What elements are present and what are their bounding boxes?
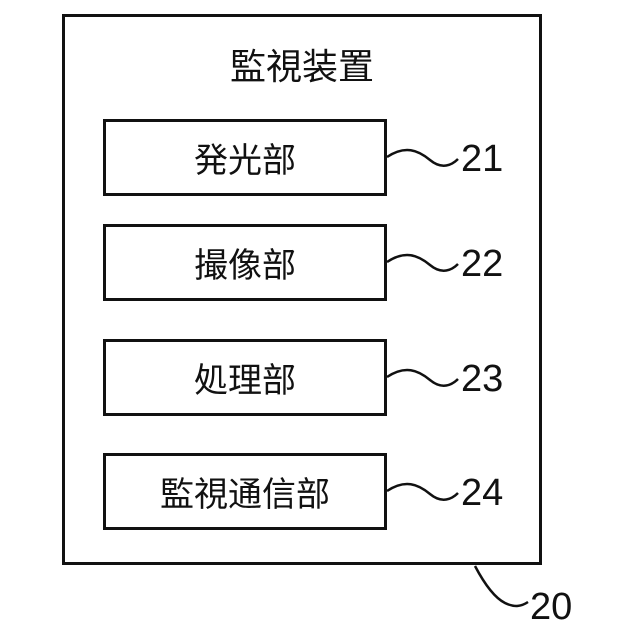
leader-line-20 [475, 566, 528, 606]
ref-label-20: 20 [530, 585, 572, 629]
leader-line-21 [387, 150, 458, 166]
ref-label-21: 21 [461, 137, 503, 181]
ref-label-22: 22 [461, 242, 503, 286]
leader-line-23 [387, 370, 458, 386]
leader-line-22 [387, 255, 458, 271]
ref-label-24: 24 [461, 471, 503, 515]
leader-line-24 [387, 484, 458, 500]
ref-label-23: 23 [461, 357, 503, 401]
